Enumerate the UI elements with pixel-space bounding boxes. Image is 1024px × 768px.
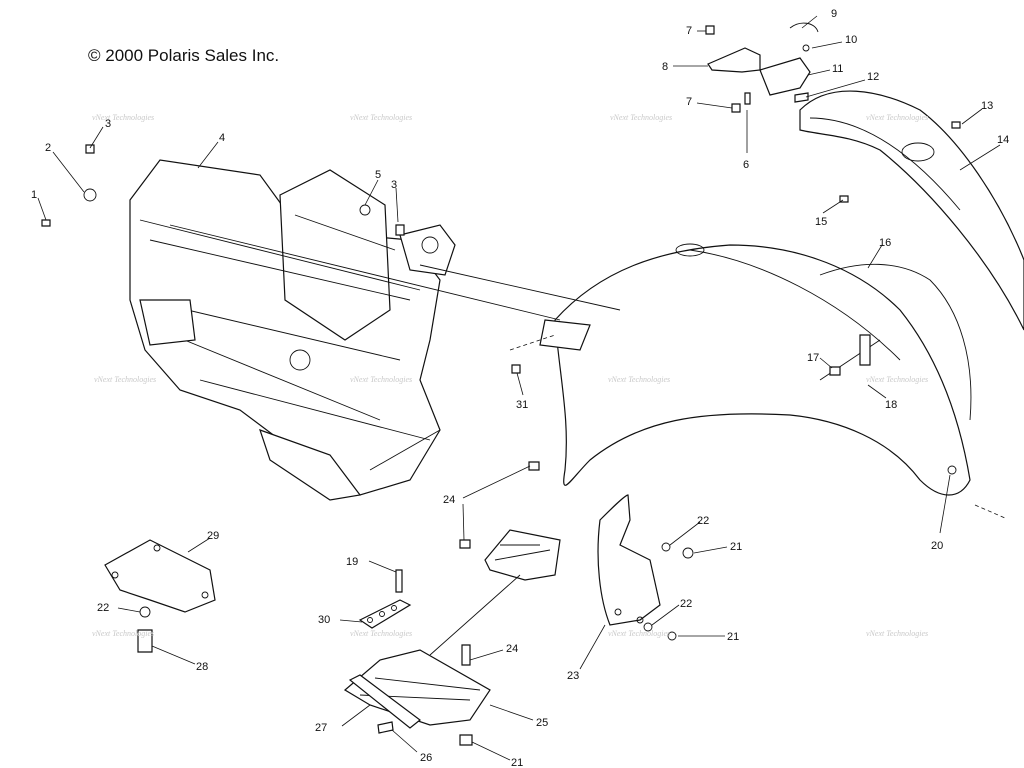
watermark: vNext Technologies <box>610 113 672 122</box>
callout-label: 14 <box>997 134 1009 146</box>
watermark: vNext Technologies <box>608 629 670 638</box>
copyright-notice: © 2000 Polaris Sales Inc. <box>88 46 280 65</box>
callout-label: 31 <box>516 399 528 411</box>
watermark: vNext Technologies <box>350 375 412 384</box>
callouts: 1 2 3 4 3 5 7 8 9 10 11 12 7 6 13 14 15 … <box>31 8 1009 768</box>
callout-label: 3 <box>391 179 397 191</box>
callout-label: 19 <box>346 556 358 568</box>
callout-label: 16 <box>879 237 891 249</box>
callout-label: 5 <box>375 169 381 181</box>
watermarks: vNext Technologies vNext Technologies vN… <box>92 113 928 638</box>
callout-label: 7 <box>686 25 692 37</box>
watermark: vNext Technologies <box>94 375 156 384</box>
callout-label: 11 <box>832 63 843 75</box>
callout-label: 12 <box>867 71 879 83</box>
callout-label: 17 <box>807 352 819 364</box>
frame-assembly <box>41 144 456 501</box>
callout-label: 28 <box>196 661 208 673</box>
watermark: vNext Technologies <box>866 113 928 122</box>
callout-label: 15 <box>815 216 827 228</box>
callout-label: 21 <box>511 757 523 768</box>
callout-label: 3 <box>105 118 111 130</box>
front-fender <box>509 243 972 496</box>
watermark: vNext Technologies <box>350 629 412 638</box>
callout-label: 18 <box>885 399 897 411</box>
fastener-strip <box>358 569 412 629</box>
mud-flap <box>597 494 661 626</box>
callout-label: 26 <box>420 752 432 764</box>
assembly-lines <box>169 214 621 321</box>
tail-light-assembly <box>705 22 961 203</box>
callout-label: 30 <box>318 614 330 626</box>
callout-label: 24 <box>506 643 518 655</box>
watermark: vNext Technologies <box>92 629 154 638</box>
callout-label: 29 <box>207 530 219 542</box>
footrest-assembly <box>343 461 561 746</box>
watermark: vNext Technologies <box>350 113 412 122</box>
callout-label: 23 <box>567 670 579 682</box>
skid-plate <box>104 539 216 653</box>
callout-label: 27 <box>315 722 327 734</box>
callout-label: 6 <box>743 159 749 171</box>
callout-label: 13 <box>981 100 993 112</box>
leader-lines <box>37 15 1001 761</box>
rear-fender <box>799 90 1024 331</box>
callout-label: 8 <box>662 61 668 73</box>
watermark: vNext Technologies <box>866 629 928 638</box>
callout-label: 24 <box>443 494 455 506</box>
watermark: vNext Technologies <box>92 113 154 122</box>
callout-label: 20 <box>931 540 943 552</box>
callout-label: 7 <box>686 96 692 108</box>
callout-label: 21 <box>730 541 742 553</box>
callout-label: 21 <box>727 631 739 643</box>
callout-label: 22 <box>97 602 109 614</box>
callout-label: 25 <box>536 717 548 729</box>
callout-label: 4 <box>219 132 225 144</box>
callout-label: 22 <box>697 515 709 527</box>
callout-label: 2 <box>45 142 51 154</box>
callout-label: 10 <box>845 34 857 46</box>
watermark: vNext Technologies <box>608 375 670 384</box>
callout-label: 22 <box>680 598 692 610</box>
watermark: vNext Technologies <box>866 375 928 384</box>
callout-label: 1 <box>31 189 37 201</box>
fender-hardware <box>511 364 1006 641</box>
callout-label: 9 <box>831 8 837 20</box>
